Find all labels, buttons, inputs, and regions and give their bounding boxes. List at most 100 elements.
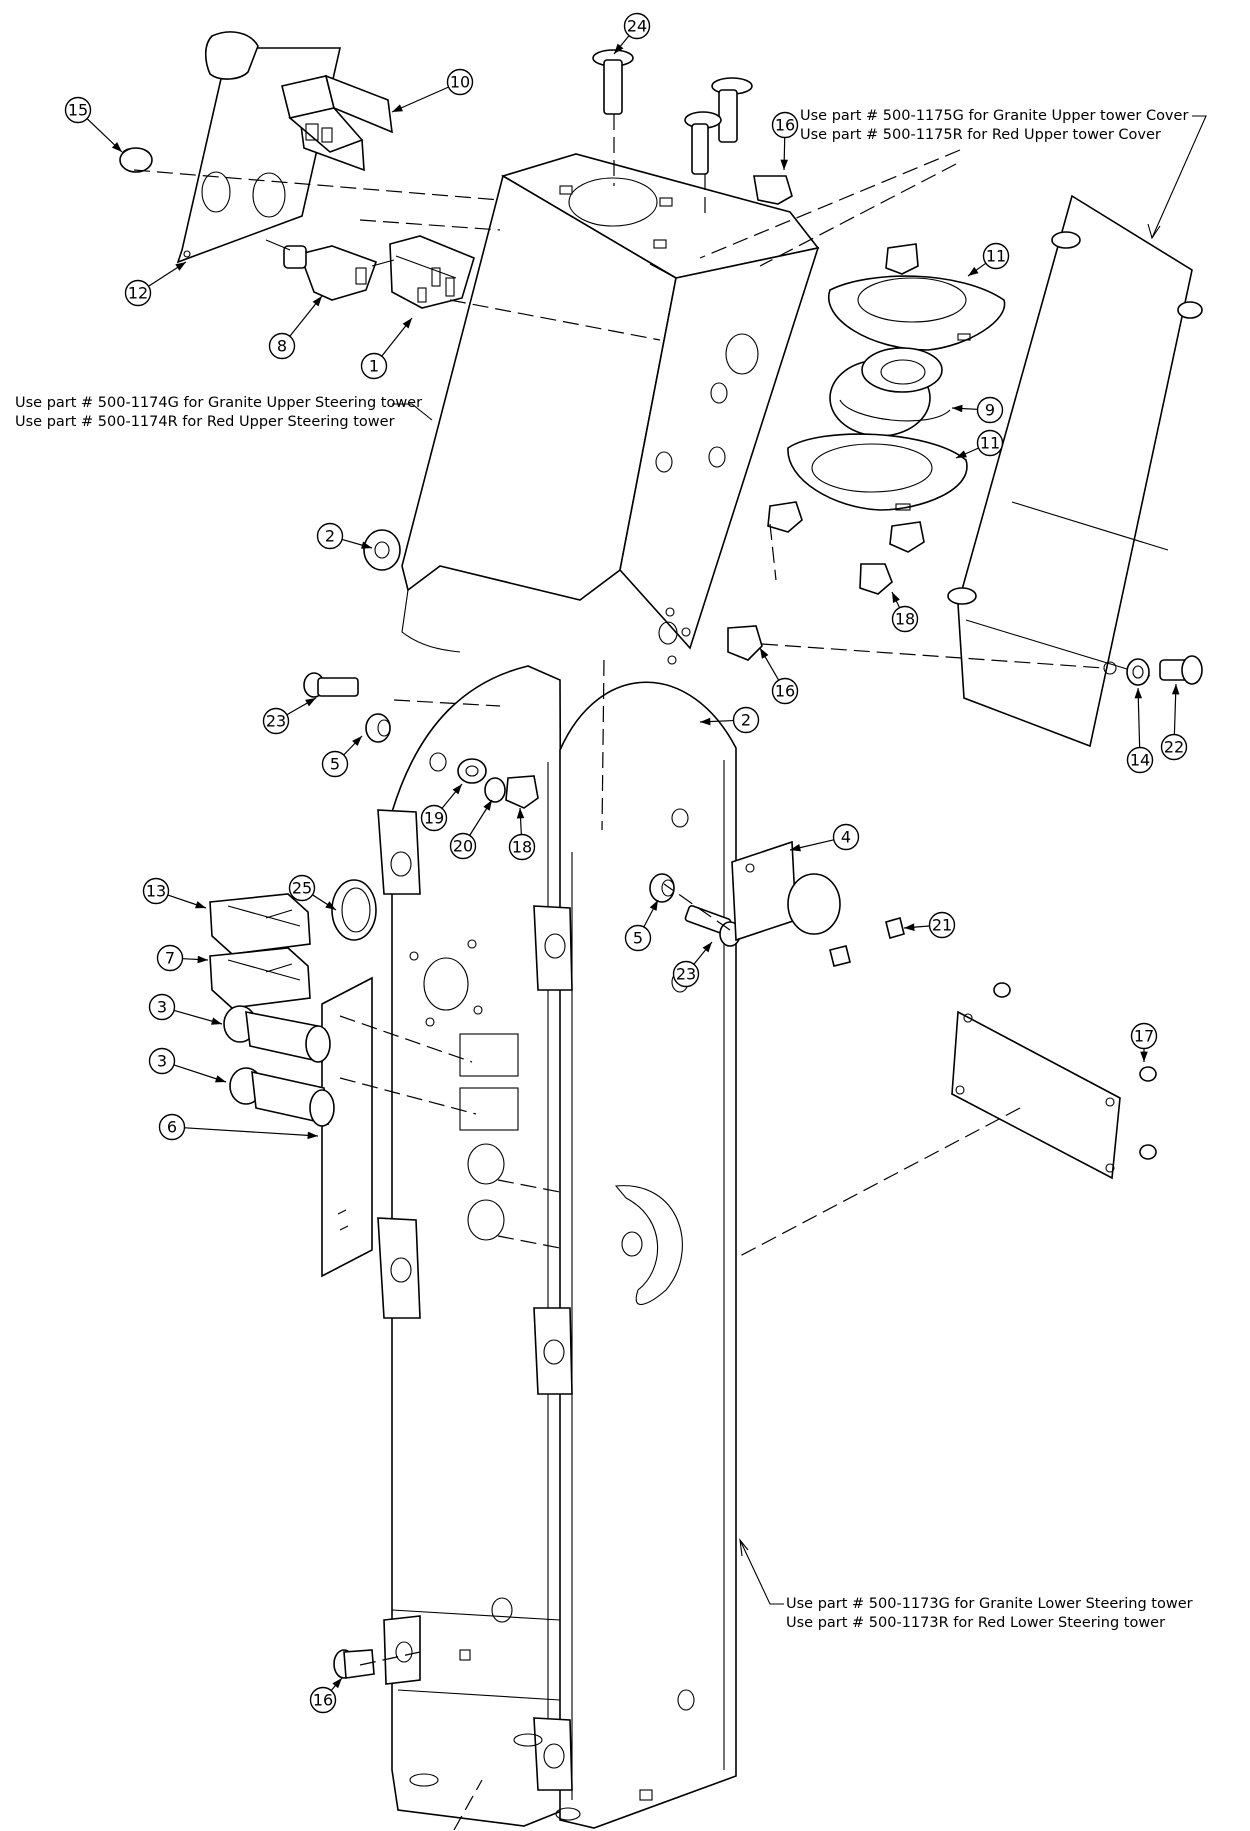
leader-arrowhead — [780, 159, 789, 170]
callout-number: 4 — [841, 828, 851, 847]
leader-arrowhead — [892, 592, 900, 603]
callout-circle — [309, 1686, 337, 1714]
nut-18-lower — [505, 775, 539, 809]
callout-number: 18 — [895, 610, 915, 629]
callout-number: 6 — [167, 1118, 177, 1137]
leader-line — [184, 1127, 319, 1137]
bearing-flange-11-lower — [787, 433, 968, 511]
note-upper-cover-line-2: Use part # 500-1175R for Red Upper tower… — [800, 127, 1161, 143]
key-switch-4 — [731, 840, 841, 942]
leader-arrowhead — [211, 1017, 222, 1025]
washer-20 — [484, 777, 506, 803]
callout-6: 6 — [158, 1113, 319, 1141]
leader-arrowhead — [361, 541, 372, 549]
assembly-lines — [133, 114, 1105, 1831]
callout-10: 10 — [391, 68, 474, 113]
leader-arrowhead — [352, 736, 362, 747]
rocker-switch-10 — [281, 74, 393, 172]
bushing-5-left — [365, 713, 391, 743]
callout-22: 22 — [1160, 683, 1188, 761]
callout-number: 1 — [369, 357, 379, 376]
note-upper-tower: Use part # 500-1174G for Granite Upper S… — [15, 395, 433, 430]
leader-arrowhead — [516, 808, 525, 819]
callout-23: 23 — [262, 697, 317, 735]
callout-24: 24 — [613, 12, 651, 55]
bearing-flange-11-upper — [827, 275, 1006, 351]
access-cover — [951, 982, 1157, 1180]
callout-circle — [508, 833, 536, 861]
callout-15: 15 — [64, 96, 123, 153]
callout-18: 18 — [508, 807, 536, 861]
toggle-switch-8 — [265, 239, 378, 301]
bearing-9 — [829, 347, 951, 437]
callout-circle — [124, 279, 152, 307]
callout-9: 9 — [951, 396, 1004, 424]
callout-circle — [623, 12, 651, 40]
callout-circle — [148, 993, 176, 1021]
callout-circle — [316, 522, 344, 550]
switch-1 — [371, 235, 475, 309]
callout-number: 3 — [157, 998, 167, 1017]
leader-arrowhead — [614, 43, 624, 54]
callout-number: 2 — [741, 711, 751, 730]
callout-number: 11 — [986, 247, 1006, 266]
upper-steering-tower — [401, 153, 820, 665]
callout-number: 5 — [330, 755, 340, 774]
leader-arrowhead — [649, 900, 658, 911]
callout-17: 17 — [1130, 1022, 1158, 1062]
callout-number: 23 — [676, 965, 696, 984]
leader-arrowhead — [956, 450, 967, 458]
callout-circle — [158, 1113, 186, 1141]
callout-number: 5 — [633, 929, 643, 948]
leader-arrowhead — [968, 266, 979, 276]
callout-number: 25 — [292, 879, 312, 898]
callout-23: 23 — [672, 941, 713, 988]
callout-number: 24 — [627, 17, 647, 36]
callout-circle — [420, 804, 448, 832]
leader-arrowhead — [312, 296, 322, 307]
callout-number: 11 — [980, 434, 1000, 453]
note-upper-tower-line-1: Use part # 500-1174G for Granite Upper S… — [15, 395, 422, 411]
callout-circle — [891, 605, 919, 633]
leader-arrowhead — [1134, 688, 1143, 699]
leader-arrowhead — [111, 142, 122, 152]
callout-number: 21 — [932, 916, 952, 935]
callout-13: 13 — [142, 877, 207, 909]
callout-number: 17 — [1134, 1027, 1154, 1046]
note-lower-tower: Use part # 500-1173G for Granite Lower S… — [739, 1538, 1193, 1631]
callout-16: 16 — [309, 1677, 343, 1714]
callout-number: 18 — [512, 838, 532, 857]
callout-circle — [771, 677, 799, 705]
bushing-5-right — [649, 873, 675, 903]
callout-7: 7 — [156, 944, 209, 972]
note-lower-tower-line-2: Use part # 500-1173R for Red Lower Steer… — [786, 1615, 1165, 1631]
callout-number: 3 — [157, 1052, 167, 1071]
rocker-switch-7 — [209, 947, 311, 1009]
leader-arrowhead — [904, 923, 915, 931]
callout-number: 12 — [128, 284, 148, 303]
callout-3: 3 — [148, 1047, 227, 1083]
callout-5: 5 — [321, 735, 363, 778]
callout-circle — [446, 68, 474, 96]
bolt-23-left — [303, 672, 359, 698]
callout-circle — [268, 332, 296, 360]
callout-16: 16 — [759, 647, 799, 705]
callout-circle — [732, 706, 760, 734]
note-upper-tower-line-2: Use part # 500-1174R for Red Upper Steer… — [15, 414, 395, 430]
callout-4: 4 — [789, 823, 860, 852]
leader-arrowhead — [700, 717, 711, 726]
callout-number: 15 — [68, 101, 88, 120]
nuts-16-upper — [753, 175, 919, 275]
nut-16-lower — [333, 1649, 375, 1679]
callout-number: 16 — [775, 116, 795, 135]
nut-16-mid — [727, 625, 763, 661]
callout-circle — [976, 429, 1004, 457]
callout-number: 23 — [266, 712, 286, 731]
leader-arrowhead — [1140, 1051, 1148, 1062]
callout-1: 1 — [360, 317, 413, 380]
washer-14 — [1126, 658, 1150, 686]
callout-3: 3 — [148, 993, 223, 1025]
leader-arrowhead — [402, 318, 412, 329]
callout-number: 16 — [775, 682, 795, 701]
